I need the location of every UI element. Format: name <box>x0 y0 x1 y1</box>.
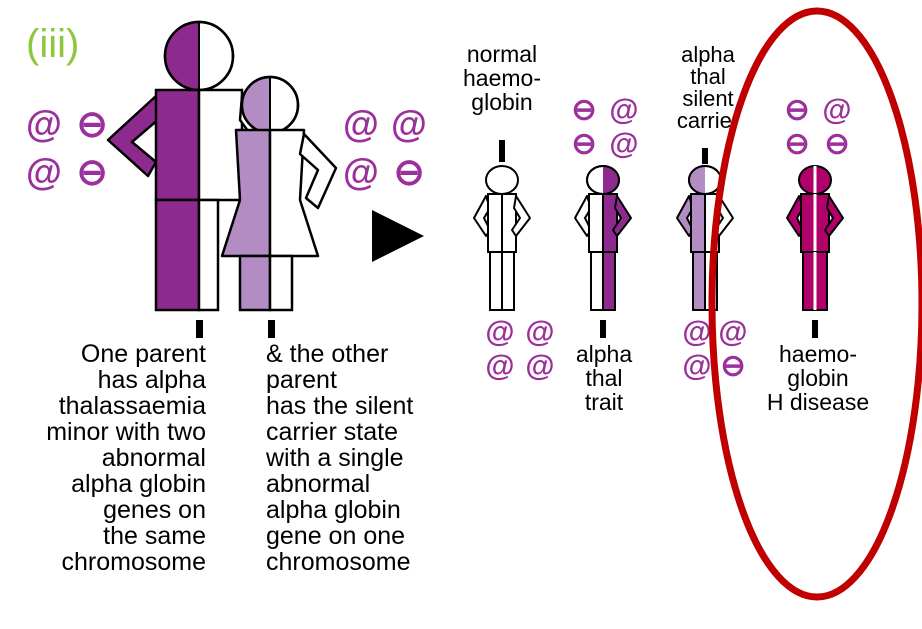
gene-symbol: @ <box>391 104 427 145</box>
gene-symbol: ⊖ <box>77 152 108 193</box>
gene-symbol: @ <box>609 127 638 160</box>
gene-symbol: ⊖ <box>720 349 745 382</box>
child1-genotype: @@@@ <box>485 315 554 382</box>
gene-symbol: ⊖ <box>394 152 425 193</box>
text-line: alpha globin <box>71 470 206 498</box>
text-line: abnormal <box>266 470 370 498</box>
text-line: H disease <box>767 389 869 415</box>
text-line: chromosome <box>266 548 411 576</box>
text-line: has the silent <box>266 392 413 420</box>
text-line: alpha globin <box>266 496 401 524</box>
child1-pointer <box>499 140 505 162</box>
right-parent-genotype: @ @ @ ⊖ <box>343 104 427 193</box>
text-line: trait <box>585 389 624 415</box>
text-line: genes on <box>103 496 206 524</box>
child-figure-trait <box>575 166 631 310</box>
gene-symbol: ⊖ <box>571 93 596 126</box>
gene-symbol: @ <box>682 315 711 348</box>
gene-symbol: @ <box>682 349 711 382</box>
left-parent-pointer <box>196 320 203 338</box>
gene-symbol: @ <box>485 349 514 382</box>
text-line: haemo- <box>463 65 541 91</box>
child3-pointer <box>702 148 708 164</box>
text-line: has alpha <box>98 366 207 394</box>
inheritance-arrow <box>372 210 424 262</box>
gene-symbol: @ <box>485 315 514 348</box>
text-line: haemo- <box>779 341 857 367</box>
child-figure-silent-carrier <box>677 166 733 310</box>
text-line: globin <box>787 365 848 391</box>
gene-symbol: @ <box>26 152 62 193</box>
gene-symbol: @ <box>26 104 62 145</box>
gene-symbol: ⊖ <box>824 127 849 160</box>
gene-symbol: @ <box>343 104 379 145</box>
text-line: alpha <box>576 341 632 367</box>
text-line: globin <box>471 89 532 115</box>
child4-pointer <box>812 320 818 338</box>
text-line: thalassaemia <box>59 392 206 420</box>
text-line: & the other <box>266 340 388 368</box>
left-parent-genotype: @ ⊖ @ ⊖ <box>26 104 107 193</box>
child-figure-normal <box>474 166 530 310</box>
text-line: parent <box>266 366 337 394</box>
right-parent-pointer <box>268 320 275 338</box>
text-line: normal <box>467 41 537 67</box>
gene-symbol: @ <box>718 315 747 348</box>
child4-genotype: ⊖@⊖⊖ <box>784 93 851 160</box>
gene-symbol: ⊖ <box>784 127 809 160</box>
text-line: gene on one <box>266 522 405 550</box>
text-line: with a single <box>265 444 404 472</box>
text-line: chromosome <box>62 548 207 576</box>
child-figure-hbh <box>787 166 843 310</box>
panel-label: (iii) <box>26 22 79 66</box>
text-line: One parent <box>81 340 206 368</box>
gene-symbol: ⊖ <box>784 93 809 126</box>
gene-symbol: @ <box>525 315 554 348</box>
child2-pointer <box>600 320 606 338</box>
text-line: carrier state <box>266 418 398 446</box>
text-line: the same <box>103 522 206 550</box>
text-line: minor with two <box>46 418 206 446</box>
text-line: abnormal <box>102 444 206 472</box>
gene-symbol: @ <box>822 93 851 126</box>
child2-genotype: ⊖ @ ⊖ @ <box>571 93 638 160</box>
text-line: thal <box>585 365 622 391</box>
gene-symbol: ⊖ <box>77 104 108 145</box>
gene-symbol: ⊖ <box>571 127 596 160</box>
gene-symbol: @ <box>343 152 379 193</box>
gene-symbol: @ <box>609 93 638 126</box>
gene-symbol: @ <box>525 349 554 382</box>
